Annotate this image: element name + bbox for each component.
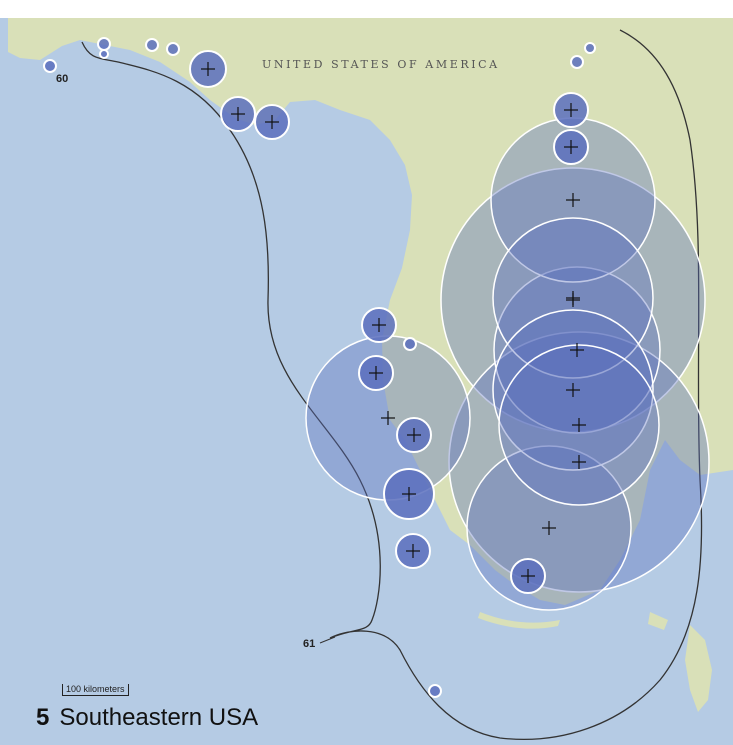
- site-cross-marker: [381, 411, 395, 425]
- line-label-60: 60: [56, 73, 69, 85]
- range-circle: [403, 337, 417, 351]
- map-caption: 5 Southeastern USA: [36, 704, 258, 732]
- site-cross-marker: [201, 62, 215, 76]
- site-cross-marker: [564, 140, 578, 154]
- range-circle: [43, 59, 57, 73]
- range-circle: [166, 42, 180, 56]
- caption-title: Southeastern USA: [59, 704, 259, 731]
- site-cross-marker: [521, 569, 535, 583]
- site-cross-marker: [265, 115, 279, 129]
- range-circle: [428, 684, 442, 698]
- site-cross-marker: [566, 291, 580, 305]
- site-cross-marker: [407, 428, 421, 442]
- top-margin: [0, 0, 733, 18]
- island-land: [685, 625, 712, 712]
- site-cross-marker: [372, 318, 386, 332]
- range-circle: [97, 37, 111, 51]
- site-markers: [201, 62, 586, 583]
- caption-number: 5: [36, 704, 50, 731]
- line-label-61: 61: [303, 638, 316, 650]
- site-cross-marker: [402, 487, 416, 501]
- site-cross-marker: [572, 418, 586, 432]
- range-circle: [99, 49, 109, 59]
- range-circle: [145, 38, 159, 52]
- range-circle: [584, 42, 596, 54]
- site-cross-marker: [566, 383, 580, 397]
- site-cross-marker: [564, 103, 578, 117]
- keys-land: [478, 612, 560, 629]
- site-cross-marker: [231, 107, 245, 121]
- site-cross-marker: [406, 544, 420, 558]
- florida-land: [8, 18, 733, 605]
- scale-bar: 100 kilometers: [62, 684, 129, 696]
- site-cross-marker: [572, 455, 586, 469]
- range-circle: [570, 55, 584, 69]
- country-label: UNITED STATES OF AMERICA: [262, 58, 500, 71]
- island-land-small: [648, 612, 668, 630]
- site-cross-marker: [570, 343, 584, 357]
- site-cross-marker: [369, 366, 383, 380]
- site-cross-marker: [566, 193, 580, 207]
- boundary-line: [81, 29, 703, 741]
- label-61-tick: [319, 636, 336, 644]
- site-cross-marker: [542, 521, 556, 535]
